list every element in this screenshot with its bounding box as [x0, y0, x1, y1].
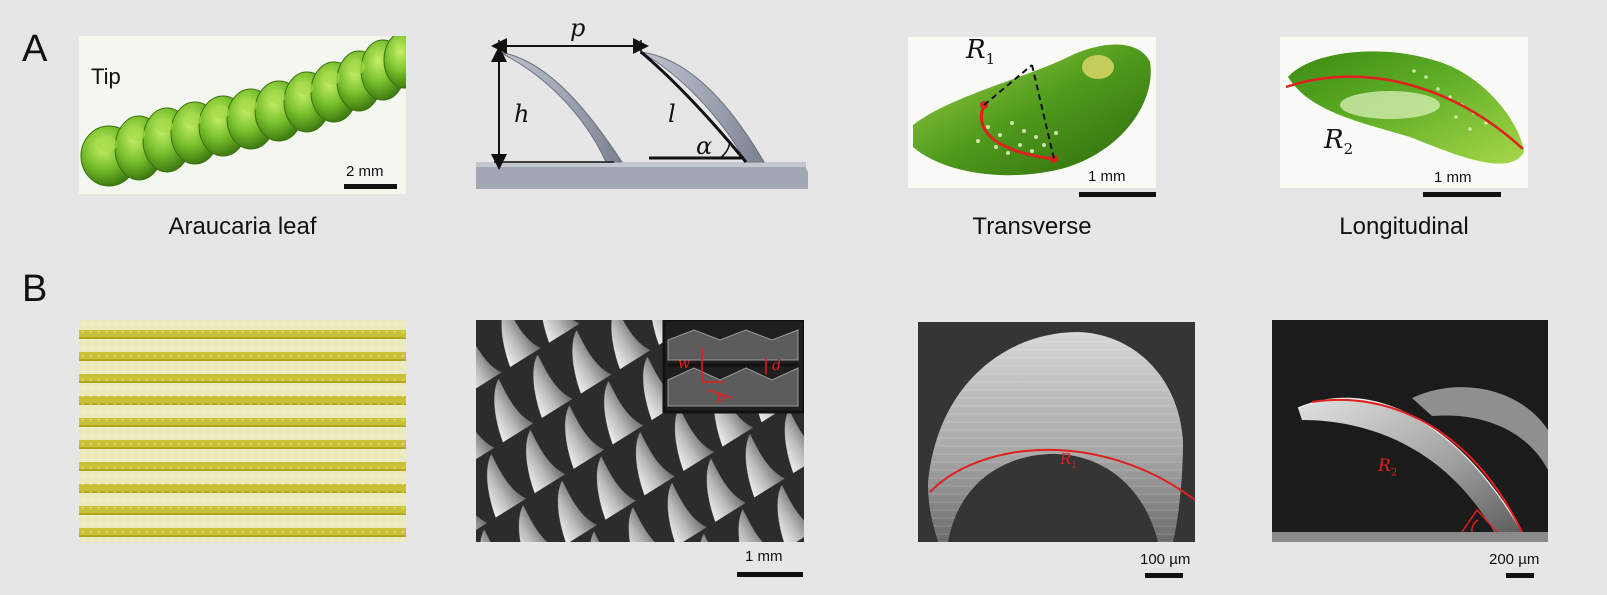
panel-label-a: A	[22, 28, 48, 70]
transverse-section-photo: R1 1 mm	[908, 37, 1156, 188]
sem-longitudinal-view: R2	[1272, 320, 1548, 542]
height-label-h: h	[514, 100, 530, 128]
scale-model-schematic: p h l α	[474, 14, 814, 196]
sem-longitudinal-scale-label: 200 µm	[1489, 551, 1540, 568]
length-label-l: l	[668, 100, 676, 128]
printed-array-photo	[79, 320, 406, 542]
leaf-scale-label: 2 mm	[346, 163, 384, 180]
sem-scale-array: w d p	[476, 320, 804, 542]
inset-width-label: w	[678, 356, 690, 372]
caption-araucaria-leaf: Araucaria leaf	[168, 213, 317, 240]
angle-label-alpha: α	[696, 132, 713, 160]
inset-pitch-label: p	[716, 390, 725, 406]
leaf-tip-label: Tip	[91, 64, 121, 89]
panel-label-b: B	[22, 268, 48, 310]
sem-transverse-radius-label: R1	[1060, 450, 1078, 471]
transverse-scale-label: 1 mm	[1088, 168, 1126, 185]
longitudinal-section-photo: R2 1 mm	[1280, 37, 1528, 188]
sem-longitudinal-scale-bar	[1506, 573, 1534, 578]
sem-transverse-scale-label: 100 µm	[1140, 551, 1191, 568]
inset-depth-label: d	[772, 358, 781, 374]
caption-longitudinal: Longitudinal	[1339, 213, 1469, 240]
sem-array-scale-bar	[737, 572, 803, 577]
sem-longitudinal-radius-label: R2	[1378, 456, 1398, 479]
sem-transverse-view: R1	[918, 322, 1195, 542]
longitudinal-scale-bar	[1423, 192, 1501, 197]
caption-transverse: Transverse	[972, 213, 1092, 240]
sem-array-scale-label: 1 mm	[745, 548, 783, 565]
transverse-radius-label: R1	[966, 37, 996, 69]
longitudinal-radius-label: R2	[1324, 125, 1354, 159]
longitudinal-scale-label: 1 mm	[1434, 169, 1472, 186]
sem-transverse-scale-bar	[1145, 573, 1183, 578]
leaf-scale-bar	[344, 184, 397, 189]
transverse-scale-bar	[1079, 192, 1156, 197]
araucaria-leaf-photo: Tip 2 mm	[79, 36, 406, 194]
pitch-label-p: p	[570, 14, 586, 42]
